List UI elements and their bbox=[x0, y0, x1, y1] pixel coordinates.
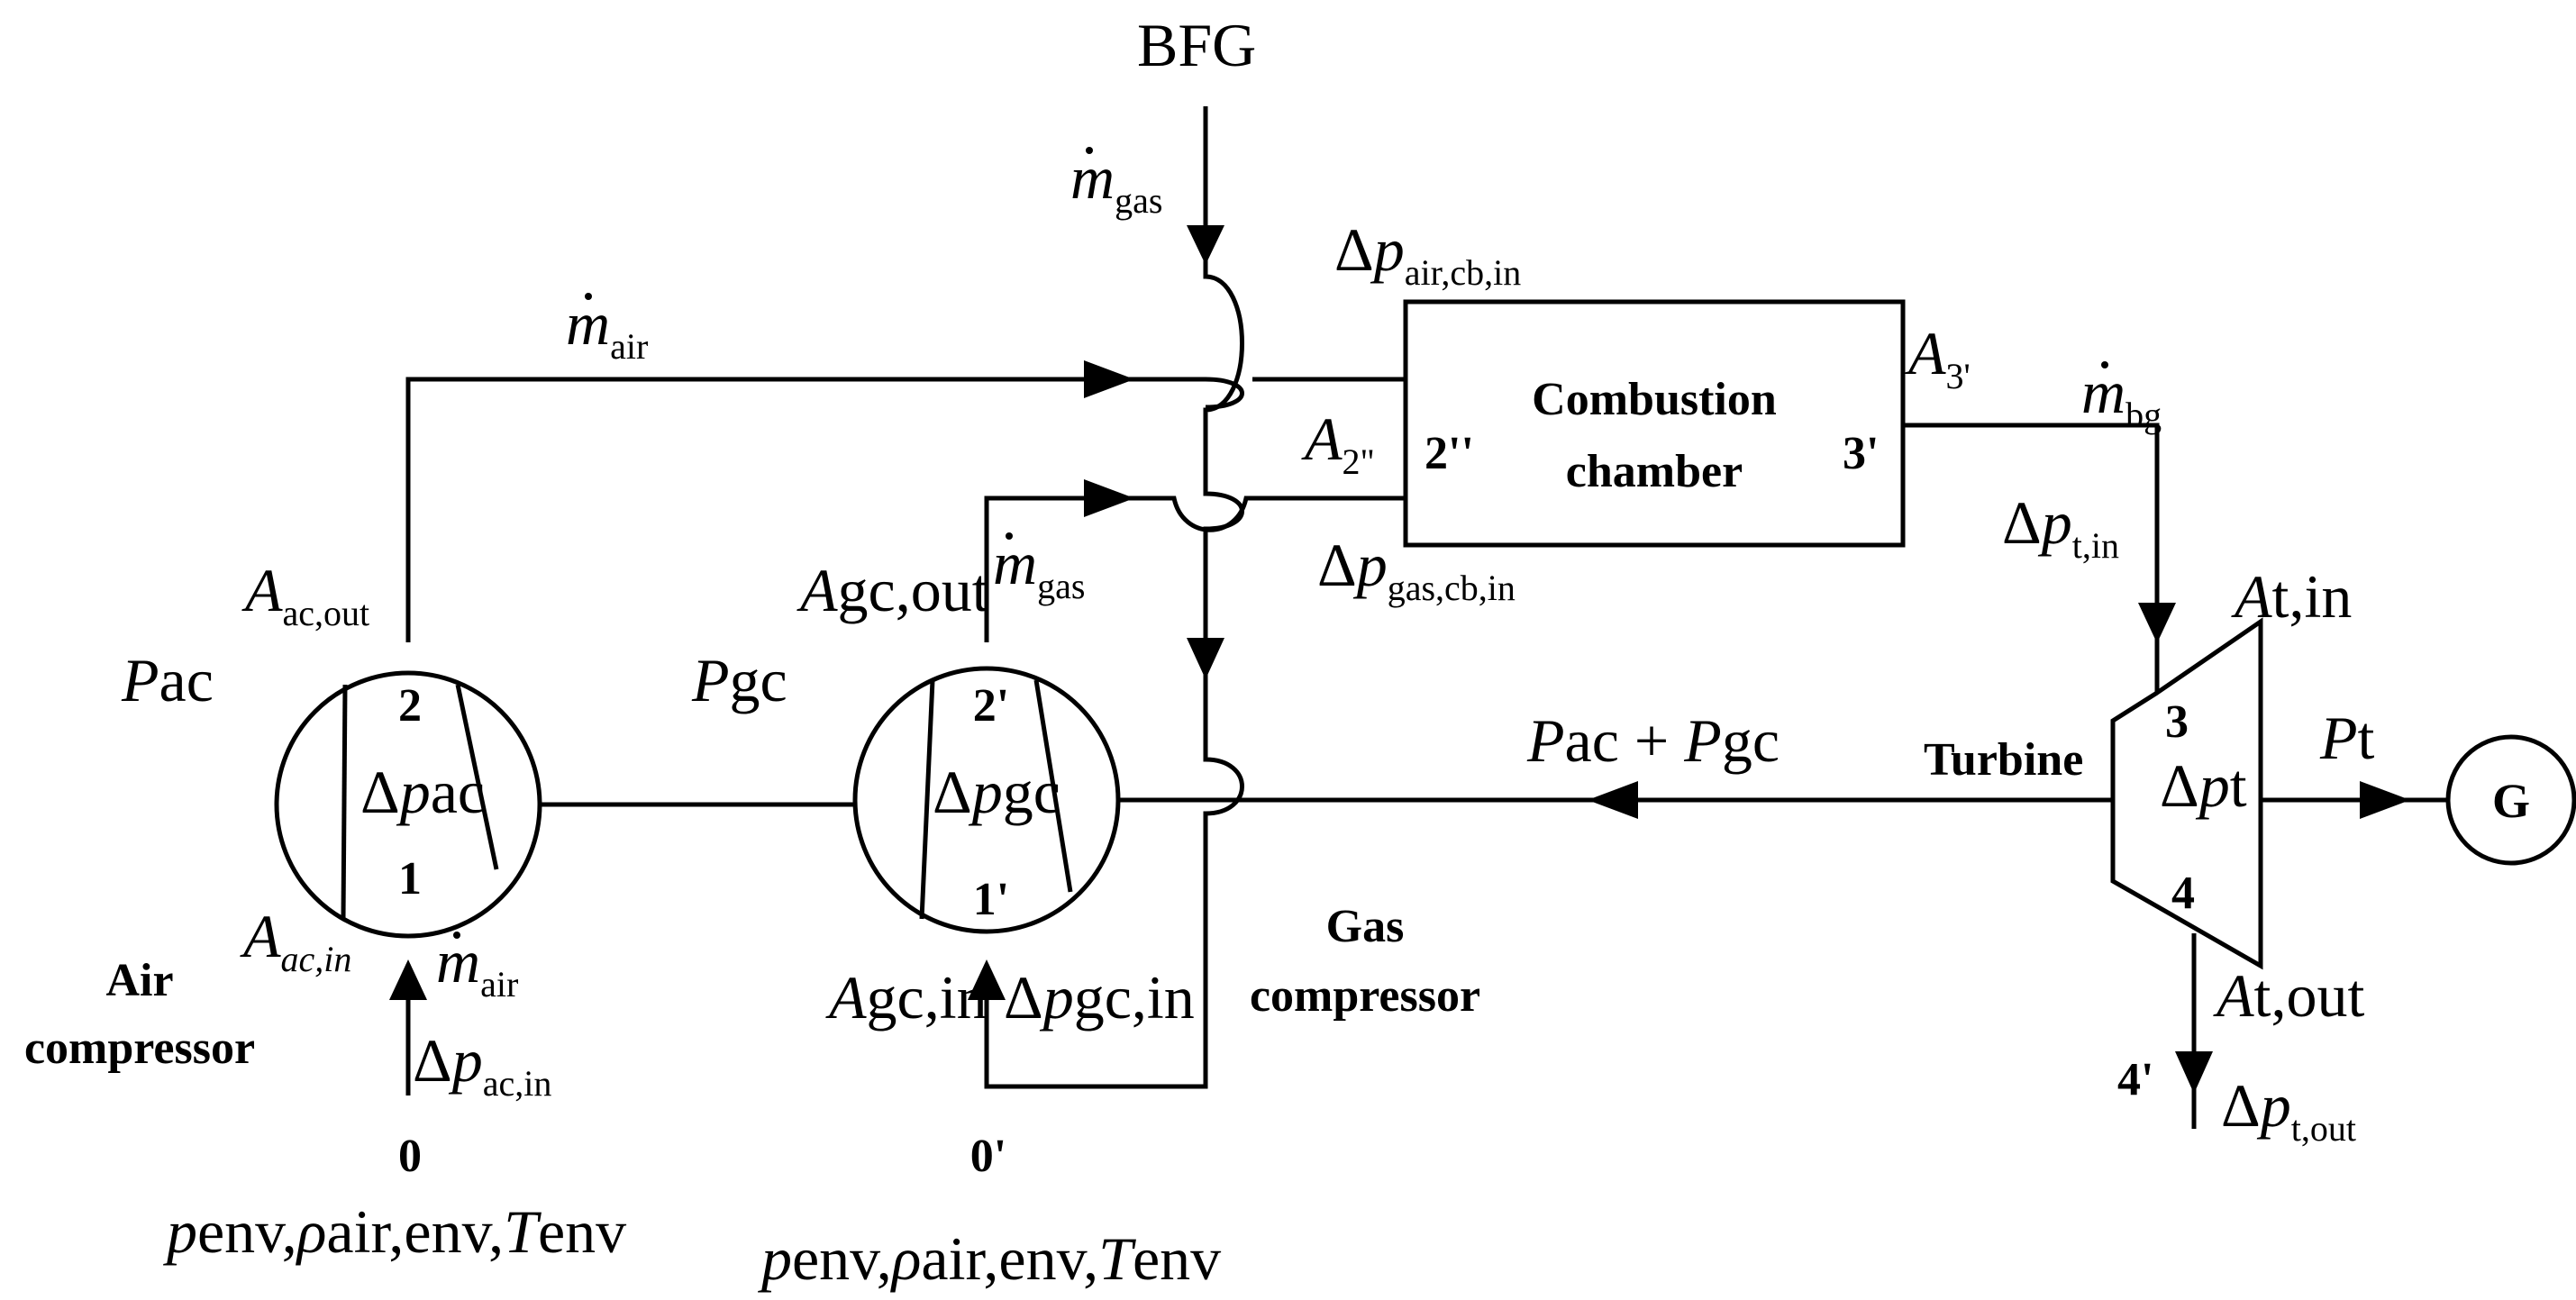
turbine-inlet-point: 3 bbox=[2165, 696, 2189, 748]
gas-compressor-name-2: compressor bbox=[1250, 970, 1480, 1022]
ambient-conditions-gas: penv,ρair,env,Tenv bbox=[758, 1224, 1221, 1293]
generator bbox=[2445, 734, 2576, 866]
label-m-gas-mid: mgas bbox=[993, 529, 1085, 606]
arrow-shaft-left bbox=[1588, 781, 1638, 819]
m-dot-gas-top bbox=[1086, 147, 1093, 154]
m-dot-air-bottom bbox=[453, 932, 460, 939]
label-a-gc-out: Agc,out bbox=[796, 556, 989, 624]
m-dot-bg bbox=[2101, 361, 2108, 368]
combustion-chamber-name-2: chamber bbox=[1566, 446, 1743, 497]
arrow-exhaust-down bbox=[2175, 1051, 2213, 1094]
arrow-air-intake-up bbox=[389, 959, 427, 1000]
label-a-gc-in: Agc,in bbox=[825, 963, 988, 1032]
m-dot-air-top bbox=[585, 293, 592, 300]
bfg-title: BFG bbox=[1137, 11, 1256, 79]
label-dp-ac: Δpac bbox=[360, 758, 485, 826]
label-m-gas-top: mgas bbox=[1070, 143, 1162, 221]
combustion-outlet-point: 3' bbox=[1843, 428, 1879, 479]
air-compressor-outlet-point: 2 bbox=[398, 680, 422, 732]
arrow-gas-intake-up bbox=[968, 959, 1006, 1000]
gas-compressor-outlet-point: 2' bbox=[973, 680, 1009, 732]
turbine-outlet-point: 4 bbox=[2171, 868, 2195, 919]
label-dp-t-in: Δpt,in bbox=[2002, 488, 2119, 566]
label-a-ac-in: Aac,in bbox=[240, 902, 351, 979]
ambient-gas-point: 0' bbox=[970, 1131, 1006, 1182]
ambient-air-point: 0 bbox=[398, 1131, 422, 1182]
label-a2: A2" bbox=[1301, 405, 1375, 482]
arrow-bfg-down bbox=[1187, 225, 1224, 265]
ambient-conditions-air: penv,ρair,env,Tenv bbox=[163, 1197, 626, 1266]
arrow-turbine-inlet-down bbox=[2138, 603, 2176, 643]
air-compressor-name-2: compressor bbox=[24, 1023, 255, 1074]
turbine-exhaust-point: 4' bbox=[2117, 1054, 2153, 1105]
label-m-air-bottom: mair bbox=[436, 927, 518, 1005]
label-m-air-top: mair bbox=[566, 289, 648, 367]
label-dp-t: Δpt bbox=[2160, 751, 2247, 820]
label-shaft-power: Pac + Pgc bbox=[1526, 706, 1780, 775]
label-dp-t-out: Δpt,out bbox=[2221, 1071, 2356, 1149]
arrow-generator-right bbox=[2360, 781, 2410, 819]
generator-label: G bbox=[2492, 774, 2530, 828]
gas-compressor-name-1: Gas bbox=[1326, 901, 1405, 952]
label-dp-gc-in: Δpgc,in bbox=[1004, 963, 1195, 1032]
arrow-air-right bbox=[1084, 360, 1134, 398]
combustion-inlet-point: 2'' bbox=[1425, 428, 1474, 479]
label-dp-ac-in: Δpac,in bbox=[413, 1026, 551, 1104]
label-dp-gas-cb-in: Δpgas,cb,in bbox=[1317, 531, 1516, 608]
air-flow-line bbox=[405, 377, 1244, 642]
gas-compressor-inlet-point: 1' bbox=[973, 874, 1009, 925]
label-a-t-out: At,out bbox=[2213, 961, 2364, 1030]
combustion-chamber-name-1: Combustion bbox=[1532, 374, 1777, 425]
m-dot-gas-mid bbox=[1006, 532, 1013, 540]
label-a-t-in: At,in bbox=[2231, 562, 2352, 631]
air-compressor bbox=[274, 670, 542, 939]
arrow-bfg-down-lower bbox=[1187, 638, 1224, 679]
arrow-gas-right bbox=[1084, 479, 1134, 517]
label-m-bg: mbg bbox=[2081, 358, 2162, 435]
turbine bbox=[2110, 617, 2263, 970]
gas-flow-line bbox=[984, 495, 1406, 642]
turbine-name: Turbine bbox=[1924, 734, 2083, 786]
label-p-t: Pt bbox=[2319, 704, 2375, 772]
air-compressor-inlet-point: 1 bbox=[398, 853, 422, 905]
label-dp-gc: Δpgc bbox=[933, 758, 1060, 826]
label-dp-air-cb-in: Δpair,cb,in bbox=[1334, 215, 1521, 293]
label-a3: A3' bbox=[1905, 319, 1971, 396]
label-p-gc: Pgc bbox=[691, 646, 787, 714]
air-compressor-name-1: Air bbox=[105, 955, 173, 1006]
gas-compressor bbox=[852, 666, 1121, 934]
combustion-chamber bbox=[1403, 299, 1906, 548]
label-a-ac-out: Aac,out bbox=[241, 556, 369, 633]
label-p-ac: Pac bbox=[121, 646, 214, 714]
